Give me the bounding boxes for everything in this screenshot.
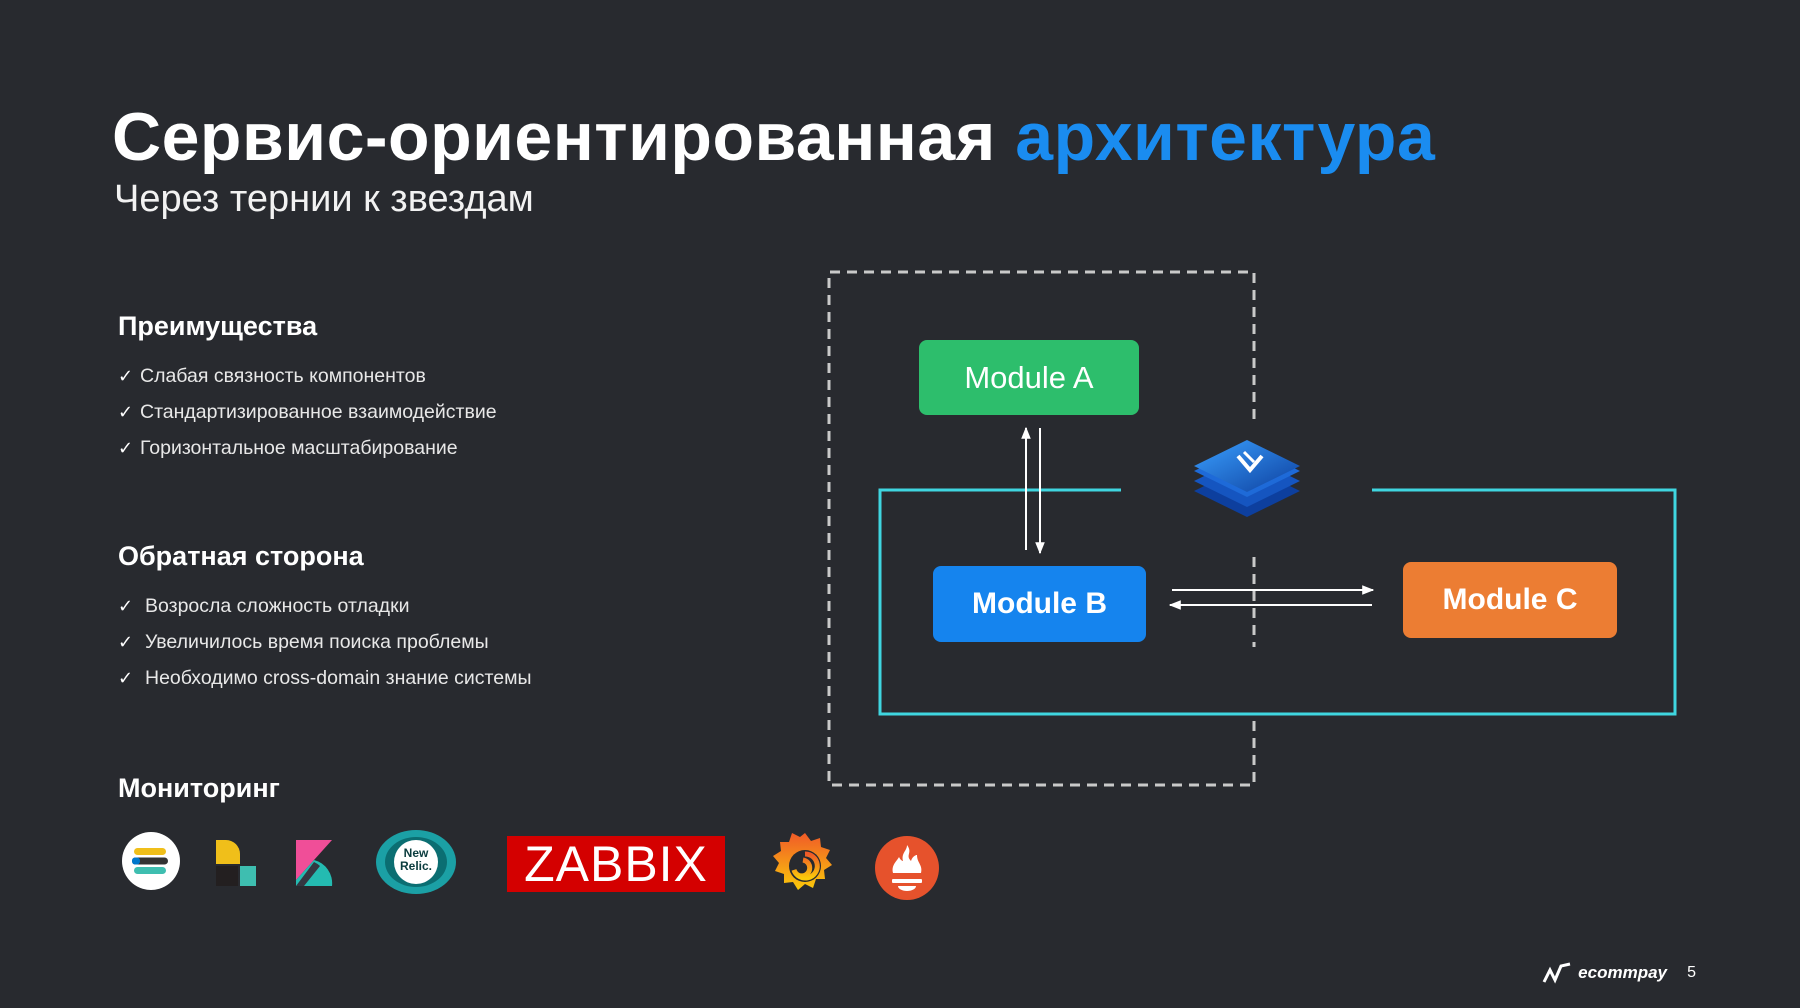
drawbacks-list: ✓Возросла сложность отладки ✓Увеличилось…: [118, 588, 532, 696]
prometheus-icon: [875, 836, 939, 900]
list-item: ✓Увеличилось время поиска проблемы: [118, 624, 532, 660]
checkmark-icon: ✓: [118, 668, 134, 688]
advantages-heading: Преимущества: [118, 311, 318, 341]
kibana-icon: [296, 840, 333, 886]
checkmark-icon: ✓: [118, 438, 134, 458]
list-item: ✓Слабая связность компонентов: [118, 358, 497, 394]
checkmark-icon: ✓: [118, 632, 134, 652]
drawbacks-section: Обратная сторона ✓Возросла сложность отл…: [118, 541, 532, 696]
grafana-icon: [773, 833, 832, 890]
list-item: ✓Возросла сложность отладки: [118, 588, 532, 624]
layers-stack-icon: [1194, 440, 1300, 517]
title-accent: архитектура: [1015, 99, 1436, 175]
ecommpay-logo-icon: [1542, 962, 1571, 984]
list-item: ✓Горизонтальное масштабирование: [118, 430, 497, 466]
monitoring-heading: Мониторинг: [118, 773, 280, 803]
list-item: ✓Стандартизированное взаимодействие: [118, 394, 497, 430]
brand-logo: ecommpay: [1542, 962, 1667, 984]
checkmark-icon: ✓: [118, 596, 134, 616]
module-c: Module C: [1403, 562, 1617, 638]
advantages-list: ✓Слабая связность компонентов ✓Стандарти…: [118, 358, 497, 466]
module-a: Module A: [919, 340, 1139, 415]
logstash-icon: [216, 840, 256, 886]
slide-title: Сервис-ориентированная архитектура: [112, 100, 1435, 175]
module-b: Module B: [933, 566, 1146, 642]
elastic-icon: [122, 832, 180, 890]
checkmark-icon: ✓: [118, 402, 134, 422]
page-number: 5: [1687, 964, 1696, 981]
advantages-section: Преимущества ✓Слабая связность компонент…: [118, 311, 497, 466]
zabbix-icon: ZABBIX: [507, 836, 725, 892]
checkmark-icon: ✓: [118, 366, 134, 386]
new-relic-icon: New Relic.: [375, 829, 457, 895]
title-main: Сервис-ориентированная: [112, 99, 996, 175]
drawbacks-heading: Обратная сторона: [118, 541, 364, 571]
list-item: ✓Необходимо cross-domain знание системы: [118, 660, 532, 696]
slide-subtitle: Через тернии к звездам: [114, 178, 534, 220]
